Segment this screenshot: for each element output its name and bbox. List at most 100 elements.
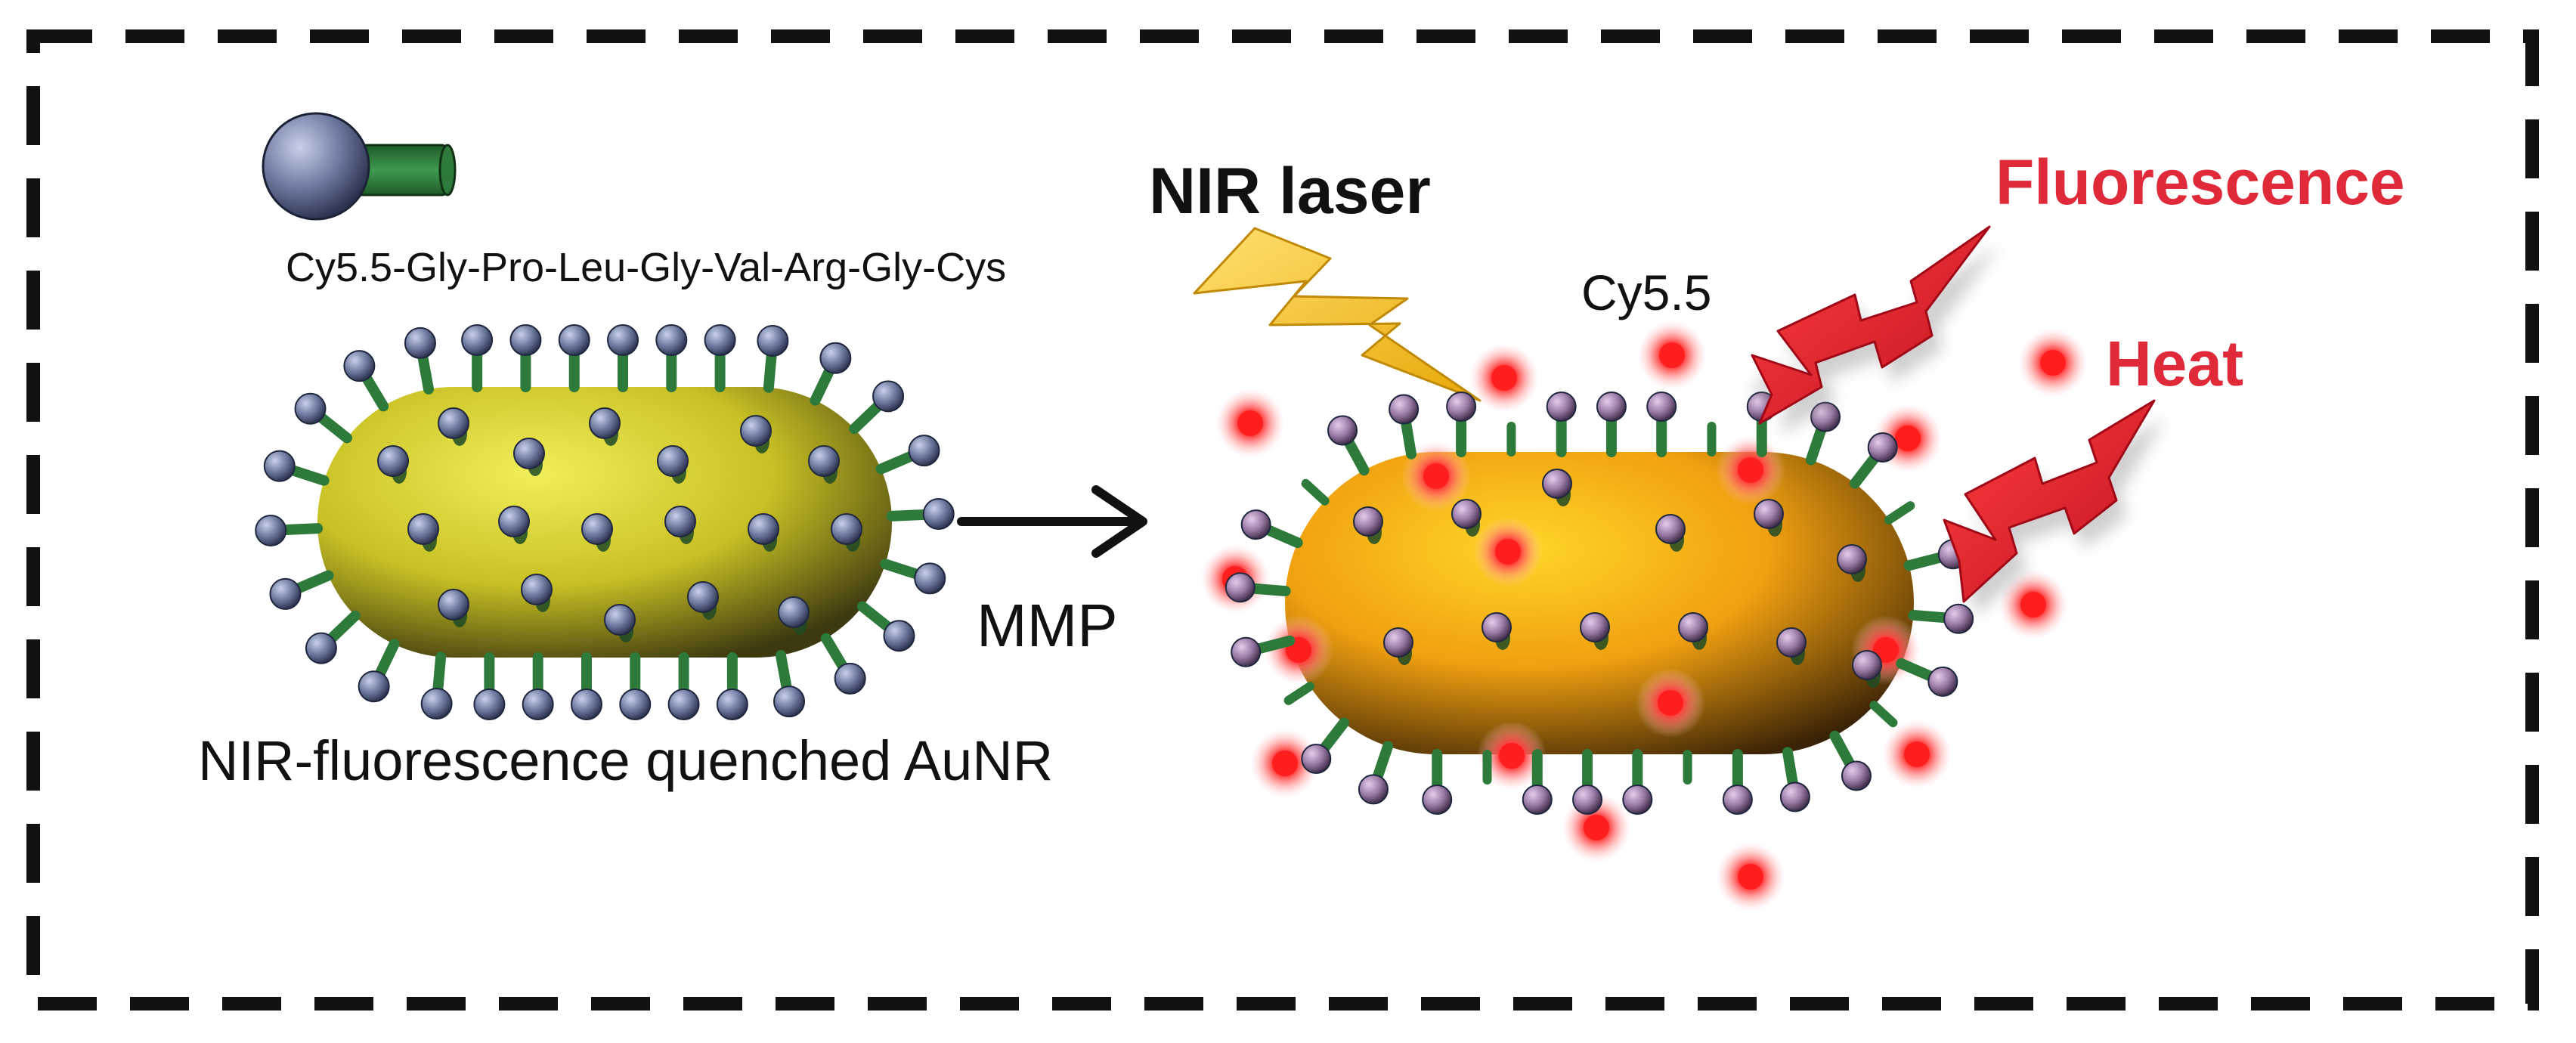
surface-ligand (1678, 612, 1708, 650)
released-cy55-dye (1215, 388, 1285, 458)
peptide-ligand (473, 652, 506, 720)
peptide-ligand (667, 652, 700, 720)
surface-ligand (831, 513, 862, 552)
surface-ligand (589, 407, 621, 446)
cleaved-linker (1884, 501, 1915, 525)
peptide-ligand (1422, 749, 1453, 815)
peptide-ligand (655, 324, 688, 392)
surface-ligand (1383, 627, 1413, 665)
activated-nanorod-body (1285, 452, 1914, 754)
activated-aunr (1200, 320, 2088, 911)
released-cy55-dye (1882, 720, 1952, 789)
surface-ligand (1353, 506, 1383, 544)
peptide-ligand (820, 633, 866, 695)
peptide-ligand (1240, 509, 1303, 549)
peptide-ligand (1572, 749, 1603, 815)
peptide-ligand (1546, 392, 1577, 457)
released-cy55-dye (1477, 721, 1547, 791)
peptide-ligand (1446, 392, 1477, 457)
surface-ligand (438, 407, 469, 446)
surface-ligand (438, 589, 469, 627)
peptide-ligand (522, 652, 554, 720)
peptide-ligand (886, 498, 955, 531)
surface-ligand (1754, 499, 1784, 537)
peptide-ligand (358, 639, 400, 703)
dashed-frame (26, 29, 2539, 1011)
peptide-ligand (1358, 741, 1394, 805)
peptide-ligand (343, 350, 389, 412)
peptide-ligand (1596, 392, 1627, 457)
released-cy55-dye (1250, 729, 1320, 798)
surface-ligand (407, 513, 439, 552)
peptide-ligand (305, 610, 361, 664)
surface-ligand (1451, 499, 1482, 537)
cy55-label: Cy5.5 (1581, 265, 1711, 320)
released-cy55-dye (1473, 517, 1543, 586)
reaction-arrow (957, 485, 1147, 558)
peptide-ligand (1646, 392, 1677, 457)
fluorescence-label: Fluorescence (1995, 147, 2405, 218)
surface-ligand (581, 513, 613, 552)
peptide-ligand (619, 652, 652, 720)
surface-ligand (1580, 612, 1610, 650)
surface-ligand (664, 506, 696, 544)
cleaved-linker (1301, 478, 1330, 506)
surface-ligand (1482, 612, 1512, 650)
peptide-ligand (607, 324, 639, 392)
peptide-ligand (1231, 635, 1296, 667)
lightning-bolt-icon (1193, 227, 1482, 402)
peptide-ligand (1722, 749, 1753, 815)
released-cy55-dye (1716, 842, 1785, 911)
quenched-aunr (255, 324, 955, 720)
zigzag-arrow-icon-heat (1943, 399, 2165, 615)
peptide-ligand (1522, 749, 1553, 815)
released-cy55-dye (1637, 320, 1707, 390)
released-cy55-dye (1999, 570, 2068, 639)
peptide-ligand (1908, 603, 1974, 634)
released-cy55-dye (1401, 441, 1471, 511)
peptide-sequence-label: Cy5.5-Gly-Pro-Leu-Gly-Val-Arg-Gly-Cys (286, 245, 1006, 290)
zigzag-arrow-icon-fluorescence (1749, 225, 2000, 434)
peptide-ligand (1225, 572, 1291, 603)
peptide-ligand (704, 324, 736, 392)
peptide-ligand (1622, 749, 1653, 815)
surface-ligand (808, 445, 840, 484)
peptide-ligand (509, 324, 542, 392)
heat-label: Heat (2106, 328, 2243, 399)
surface-ligand (1776, 627, 1807, 665)
surface-ligand (740, 415, 772, 453)
surface-ligand (498, 506, 530, 544)
peptide-ligand (1829, 730, 1872, 791)
peptide-ligand (1850, 432, 1898, 489)
surface-ligand (748, 513, 779, 552)
surface-ligand (778, 596, 810, 635)
peptide-ligand (1301, 717, 1349, 774)
peptide-ligand (1896, 658, 1958, 697)
surface-ligand (1852, 650, 1882, 688)
mmp-label: MMP (977, 592, 1118, 659)
surface-ligand (513, 438, 545, 476)
surface-ligand (604, 604, 636, 642)
peptide-ligand (1779, 747, 1810, 812)
peptide-ligand (856, 601, 915, 652)
released-cy55-dye (1469, 343, 1539, 413)
peptide-ligand (875, 435, 940, 475)
peptide-ligand (404, 327, 436, 395)
peptide-ligand (849, 380, 905, 435)
peptide-ligand (880, 559, 946, 595)
peptide-ligand (1389, 394, 1420, 460)
surface-ligand (521, 574, 553, 612)
peptide-ligand (263, 450, 330, 486)
surface-ligand (687, 581, 719, 620)
surface-ligand (657, 445, 689, 484)
peptide-ligand (461, 324, 494, 392)
nir-laser-label: NIR laser (1149, 155, 1431, 227)
peptide-ligand (294, 392, 353, 444)
released-cy55-dye (2018, 328, 2088, 398)
peptide-ligand (570, 652, 602, 720)
dye-peptide-conjugate-icon (262, 112, 457, 221)
peptide-ligand (1327, 415, 1370, 476)
peptide-ligand (420, 651, 453, 720)
released-cy55-dye (1636, 668, 1705, 738)
